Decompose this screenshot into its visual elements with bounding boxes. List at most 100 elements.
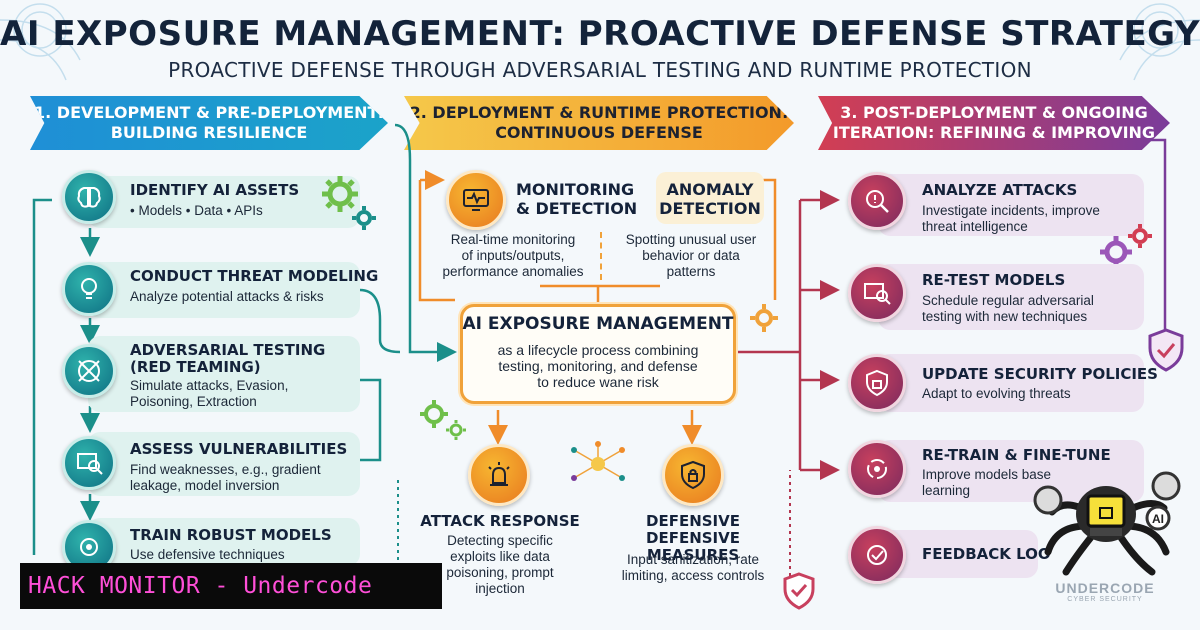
desc-line: of inputs/outputs, [461, 248, 565, 263]
node-title-re-test-models: RE-TEST MODELS [922, 271, 1066, 289]
magnifier-warning-icon [848, 172, 906, 230]
desc-line: leakage, model inversion [130, 478, 280, 493]
monitor-pulse-icon [446, 170, 506, 230]
desc-line: as a lifecycle process combining [497, 342, 699, 358]
logo-subtext: CYBER SECURITY [1067, 596, 1143, 603]
undercode-mascot-logo: AI [1033, 471, 1181, 576]
desc-line: Input sanitization, rate [626, 552, 760, 567]
node-title-analyze-attacks: ANALYZE ATTACKS [922, 181, 1078, 199]
shield-lock-icon [662, 444, 724, 506]
center-ai-exposure-box [460, 304, 736, 404]
node-title-line1: ADVERSARIAL TESTING [130, 341, 326, 359]
desc-line: Find weaknesses, e.g., gradient [130, 462, 321, 477]
node-title-feedback-loop: FEEDBACK LOO [922, 545, 1051, 563]
node-title-identify-assets: IDENTIFY AI ASSETS [130, 181, 300, 199]
anomaly-detection-badge [656, 172, 764, 224]
title-line: DEFENSIVE [646, 512, 740, 530]
node-title-monitoring: MONITORING& DETECTION [516, 180, 637, 218]
card-re-test-models [878, 264, 1144, 330]
node-title-update-policies: UPDATE SECURITY POLICIES [922, 365, 1158, 383]
hack-monitor-banner: HACK MONITOR - Undercode [20, 563, 442, 609]
phase-label-line2: ITERATION: REFINING & IMPROVING [832, 123, 1156, 142]
network-nodes-icon [571, 441, 625, 481]
magnifier-screen-icon [62, 436, 116, 490]
divider-dashed [600, 232, 602, 280]
card-train-robust-models [88, 518, 360, 566]
node-desc-adversarial-testing: Simulate attacks, Evasion,Poisoning, Ext… [130, 378, 288, 410]
phase-banner-development: 1. DEVELOPMENT & PRE-DEPLOYMENT:BUILDING… [30, 96, 388, 150]
desc-line: learning [922, 483, 971, 498]
node-desc-train-robust-models: Use defensive techniques [130, 547, 285, 562]
target-icon [62, 344, 116, 398]
node-title-attack-response: ATTACK RESPONSE [420, 512, 580, 530]
desc-line: Real-time monitoring [450, 232, 576, 247]
desc-line: patterns [666, 264, 716, 279]
title-line: DETECTION [659, 199, 761, 218]
lightbulb-icon [62, 262, 116, 316]
card-analyze-attacks [878, 174, 1144, 236]
phase-label-line1: 2. DEPLOYMENT & RUNTIME PROTECTION: [409, 103, 789, 122]
title-line: DEFENSIVE MEASURES [646, 529, 740, 564]
phase-label-line1: 1. DEVELOPMENT & PRE-DEPLOYMENT: [34, 103, 384, 122]
title-line: & DETECTION [516, 199, 638, 218]
card-identify-assets [88, 176, 360, 228]
title-line: MONITORING [516, 180, 635, 199]
desc-line: performance anomalies [442, 264, 584, 279]
network-refresh-icon [848, 440, 906, 498]
card-assess-vulnerabilities [88, 432, 360, 496]
gear-icon [322, 176, 376, 230]
shield-check-icon [1148, 328, 1184, 372]
brain-icon [62, 170, 116, 224]
desc-line: Detecting specific [447, 533, 553, 548]
desc-line: exploits like data [450, 549, 550, 564]
card-threat-modeling [88, 262, 360, 318]
desc-line: testing, monitoring, and defense [498, 358, 698, 374]
desc-line: threat intelligence [922, 219, 1028, 234]
desc-line: Spotting unusual user [625, 232, 757, 247]
page-subtitle: PROACTIVE DEFENSE THROUGH ADVERSARIAL TE… [168, 58, 1032, 82]
desc-line: Schedule regular adversarial [922, 293, 1094, 308]
node-title-assess-vulnerabilities: ASSESS VULNERABILITIES [130, 440, 348, 458]
card-adversarial-testing [88, 336, 360, 412]
node-title-threat-modeling: CONDUCT THREAT MODELING [130, 267, 379, 285]
desc-line: Simulate attacks, Evasion, [130, 378, 289, 393]
logo-wordmark: UNDERCODE [1055, 580, 1155, 596]
card-update-policies [878, 354, 1144, 412]
desc-line: testing with new techniques [922, 309, 1088, 324]
screen-magnifier-icon [848, 264, 906, 322]
node-desc-identify-assets: • Models • Data • APIs [130, 203, 263, 218]
desc-line: poisoning, prompt [446, 565, 554, 580]
node-desc-threat-modeling: Analyze potential attacks & risks [130, 289, 324, 304]
desc-line: Improve models base [922, 467, 1052, 482]
node-title-adversarial-testing: ADVERSARIAL TESTING(RED TEAMING) [130, 342, 325, 376]
phase-label-line2: BUILDING RESILIENCE [110, 123, 308, 142]
gear-icon [750, 304, 778, 332]
node-title-line2: (RED TEAMING) [130, 358, 261, 376]
desc-line: Investigate incidents, improve [922, 203, 1100, 218]
desc-line: Poisoning, Extraction [130, 394, 257, 409]
desc-line: behavior or data [642, 248, 740, 263]
node-desc-update-policies: Adapt to evolving threats [922, 386, 1071, 401]
page-title: AI EXPOSURE MANAGEMENT: PROACTIVE DEFENS… [0, 14, 1200, 54]
shield-check-icon [783, 572, 815, 610]
alarm-siren-icon [468, 444, 530, 506]
phase-banner-runtime: 2. DEPLOYMENT & RUNTIME PROTECTION:CONTI… [404, 96, 794, 150]
node-title-re-train: RE-TRAIN & FINE-TUNE [922, 446, 1111, 464]
desc-line: limiting, access controls [621, 568, 765, 583]
desc-line: injection [475, 581, 525, 596]
desc-line: to reduce wane risk [537, 374, 659, 390]
refresh-check-icon [848, 526, 906, 584]
phase-label-line2: CONTINUOUS DEFENSE [495, 123, 703, 142]
